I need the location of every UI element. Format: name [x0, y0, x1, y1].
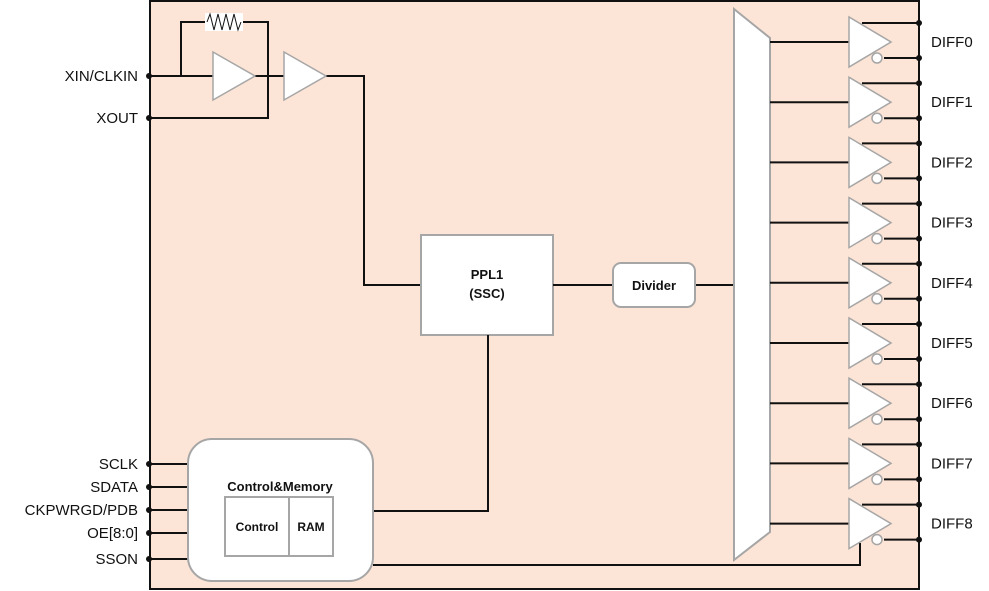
pin-label-oe: OE[8:0]	[87, 525, 138, 542]
output-pin-dot	[916, 356, 922, 362]
control-memory-label: Control&Memory	[227, 479, 333, 494]
inversion-bubble-icon	[871, 473, 883, 486]
output-label-diff4: DIFF4	[931, 275, 973, 292]
divider-label: Divider	[632, 278, 676, 293]
mux-trapezoid-icon	[733, 6, 771, 563]
output-pin-dot	[916, 200, 922, 207]
ram-label: RAM	[297, 520, 324, 534]
resistor-zigzag	[206, 12, 242, 32]
output-pin-dot	[916, 536, 922, 543]
ram-sub-block	[288, 496, 334, 557]
inversion-bubble-icon	[871, 413, 883, 425]
oscillator-inverter-icon	[212, 50, 257, 102]
differential-buffer-icon	[848, 15, 893, 69]
output-pin-dot	[916, 260, 922, 267]
differential-buffer-icon	[848, 437, 893, 490]
differential-buffer-icon	[848, 256, 893, 310]
output-label-diff7: DIFF7	[931, 455, 973, 472]
output-buffers: DIFF0DIFF1DIFF2DIFF3DIFF4DIFF5DIFF6DIFF7…	[770, 15, 973, 550]
differential-buffer-icon	[848, 497, 893, 550]
output-pin-dot	[916, 501, 922, 508]
pll-label-line2: (SSC)	[469, 286, 504, 301]
divider-block	[612, 262, 696, 308]
differential-buffer-icon	[848, 136, 893, 189]
differential-buffer-icon	[848, 196, 893, 249]
output-pin-dot	[916, 80, 922, 87]
inversion-bubble-icon	[871, 112, 883, 124]
inversion-bubble-icon	[871, 232, 883, 245]
output-pin-dot	[916, 175, 922, 182]
control-sub-block	[224, 496, 290, 557]
output-label-diff6: DIFF6	[931, 395, 973, 412]
inversion-bubble-icon	[871, 353, 883, 365]
differential-buffer-icon	[848, 75, 893, 129]
output-pin-dot	[916, 295, 922, 302]
output-label-diff8: DIFF8	[931, 516, 973, 533]
pll-divider-wires	[373, 284, 734, 512]
control-input-wires	[149, 463, 861, 566]
pin-label-sson: SSON	[95, 551, 138, 568]
output-pin-dot	[916, 55, 922, 61]
pin-label-xin: XIN/CLKIN	[65, 68, 138, 85]
pin-label-sdata: SDATA	[90, 479, 138, 496]
differential-buffer-icon	[848, 376, 893, 430]
output-pin-dot	[916, 20, 922, 26]
output-label-diff5: DIFF5	[931, 335, 973, 352]
pin-label-ckpwrgd: CKPWRGD/PDB	[25, 502, 138, 519]
output-pin-dot	[916, 416, 922, 423]
output-pin-dot	[916, 441, 922, 448]
output-pin-dot	[916, 115, 922, 122]
control-label: Control	[236, 520, 279, 534]
pin-label-sclk: SCLK	[99, 456, 138, 473]
inversion-bubble-icon	[871, 52, 883, 64]
output-pin-dot	[916, 321, 922, 327]
inversion-bubble-icon	[871, 533, 883, 546]
output-label-diff2: DIFF2	[931, 154, 973, 171]
pll-label-line1: PPL1	[471, 267, 504, 282]
output-pin-dot	[916, 476, 922, 483]
inversion-bubble-icon	[871, 293, 883, 305]
output-label-diff3: DIFF3	[931, 215, 973, 232]
output-pin-dot	[916, 235, 922, 242]
output-label-diff1: DIFF1	[931, 94, 973, 111]
pll-block	[420, 234, 554, 336]
clock-buffer-icon	[283, 50, 328, 102]
output-label-diff0: DIFF0	[931, 34, 973, 51]
differential-buffer-icon	[848, 316, 893, 370]
output-pin-dot	[916, 381, 922, 388]
output-pin-dot	[916, 140, 922, 147]
pin-label-xout: XOUT	[96, 110, 138, 127]
oscillator-wires	[149, 21, 421, 286]
inversion-bubble-icon	[871, 172, 883, 185]
